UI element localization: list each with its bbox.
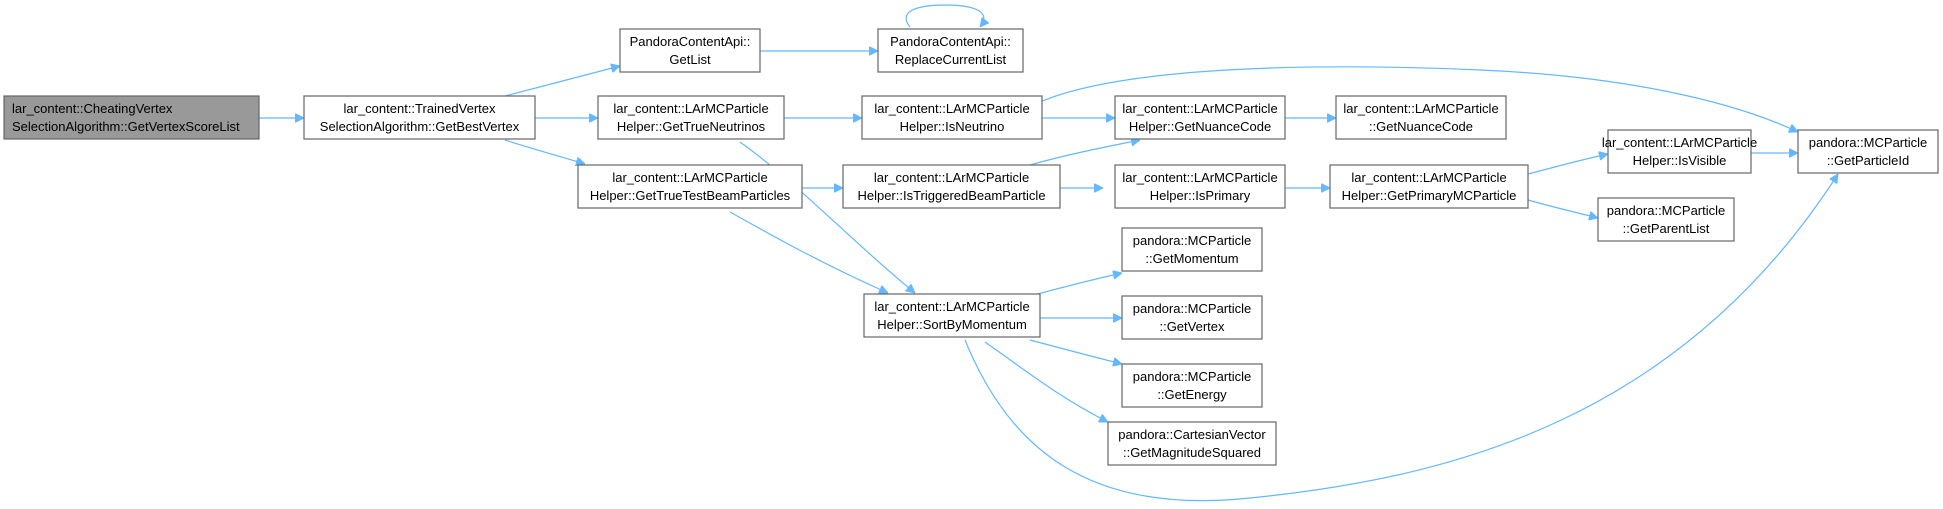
node-pandora-content-api-get-list[interactable]: PandoraContentApi:: GetList [619, 28, 761, 73]
node-get-true-test-beam-particles[interactable]: lar_content::LArMCParticle Helper::GetTr… [577, 164, 803, 209]
node-is-primary[interactable]: lar_content::LArMCParticle Helper::IsPri… [1114, 164, 1286, 209]
edge-primmc-parent [1527, 199, 1598, 218]
node-label-line2: ::GetEnergy [1157, 387, 1227, 402]
node-get-momentum[interactable]: pandora::MCParticle ::GetMomentum [1121, 227, 1263, 272]
node-label-line2: Helper::IsPrimary [1150, 188, 1251, 203]
node-get-magnitude-squared[interactable]: pandora::CartesianVector ::GetMagnitudeS… [1107, 421, 1277, 466]
node-label-line1: lar_content::LArMCParticle [1351, 170, 1506, 185]
node-label-line2: Helper::GetTrueTestBeamParticles [590, 188, 791, 203]
node-label-line1: lar_content::LArMCParticle [1122, 101, 1277, 116]
node-label-line1: lar_content::LArMCParticle [874, 101, 1029, 116]
node-label-line2: Helper::GetNuanceCode [1129, 119, 1271, 134]
node-label-line2: SelectionAlgorithm::GetVertexScoreList [12, 119, 240, 134]
node-label-line1: PandoraContentApi:: [890, 34, 1011, 49]
edge-primmc-isvis [1527, 154, 1608, 175]
node-label-line1: pandora::CartesianVector [1118, 427, 1266, 442]
node-is-neutrino[interactable]: lar_content::LArMCParticle Helper::IsNeu… [861, 95, 1043, 140]
node-label-line1: lar_content::TrainedVertex [344, 101, 496, 116]
node-label-line1: lar_content::LArMCParticle [1602, 135, 1757, 150]
edge-beam-sort [729, 211, 888, 293]
node-particle-get-nuance-code[interactable]: lar_content::LArMCParticle ::GetNuanceCo… [1335, 95, 1507, 140]
node-get-energy[interactable]: pandora::MCParticle ::GetEnergy [1121, 363, 1263, 408]
node-label-line2: Helper::GetTrueNeutrinos [617, 119, 766, 134]
node-label-line1: lar_content::CheatingVertex [12, 101, 173, 116]
node-label-line1: lar_content::LArMCParticle [1343, 101, 1498, 116]
node-get-vertex[interactable]: pandora::MCParticle ::GetVertex [1121, 295, 1263, 340]
edges [259, 4, 1838, 502]
edge-trueneu-sort [739, 141, 915, 293]
edge-istrig-nuance1 [1029, 140, 1140, 166]
node-label-line2: ::GetParentList [1623, 221, 1710, 236]
node-label-line1: lar_content::LArMCParticle [613, 101, 768, 116]
node-label-line2: Helper::GetPrimaryMCParticle [1342, 188, 1517, 203]
edge-sort-mag [984, 341, 1108, 423]
node-helper-get-nuance-code[interactable]: lar_content::LArMCParticle Helper::GetNu… [1114, 95, 1286, 140]
edge-sort-mom [1029, 273, 1122, 297]
node-label-line1: pandora::MCParticle [1809, 135, 1928, 150]
node-trained-get-best-vertex[interactable]: lar_content::TrainedVertex SelectionAlgo… [303, 95, 536, 140]
node-is-triggered-beam-particle[interactable]: lar_content::LArMCParticle Helper::IsTri… [842, 164, 1061, 209]
node-is-visible[interactable]: lar_content::LArMCParticle Helper::IsVis… [1602, 129, 1757, 174]
node-label-line2: ::GetVertex [1159, 319, 1225, 334]
node-label-line1: pandora::MCParticle [1133, 301, 1252, 316]
node-label-line2: ::GetParticleId [1827, 153, 1909, 168]
node-get-true-neutrinos[interactable]: lar_content::LArMCParticle Helper::GetTr… [597, 95, 785, 140]
nodes: lar_content::CheatingVertex SelectionAlg… [3, 28, 1939, 466]
node-label-line2: GetList [669, 52, 711, 67]
node-label-line2: SelectionAlgorithm::GetBestVertex [320, 119, 520, 134]
edge-best-getlist [504, 66, 620, 97]
node-label-line1: lar_content::LArMCParticle [874, 170, 1029, 185]
node-cheating-get-vertex-score-list[interactable]: lar_content::CheatingVertex SelectionAlg… [3, 95, 260, 140]
node-label-line1: pandora::MCParticle [1133, 233, 1252, 248]
node-label-line2: Helper::IsNeutrino [900, 119, 1005, 134]
node-label-line1: lar_content::LArMCParticle [612, 170, 767, 185]
edge-isneu-pid [1039, 66, 1798, 132]
node-label-line1: lar_content::LArMCParticle [1122, 170, 1277, 185]
node-label-line2: ReplaceCurrentList [895, 52, 1007, 67]
node-get-parent-list[interactable]: pandora::MCParticle ::GetParentList [1597, 197, 1735, 242]
node-label-line1: pandora::MCParticle [1133, 369, 1252, 384]
node-label-line2: Helper::IsTriggeredBeamParticle [857, 188, 1045, 203]
node-label-line1: lar_content::LArMCParticle [874, 299, 1029, 314]
node-label-line1: PandoraContentApi:: [630, 34, 751, 49]
node-label-line2: ::GetMomentum [1145, 251, 1238, 266]
edge-sort-pid [964, 174, 1838, 502]
node-get-primary-mc-particle[interactable]: lar_content::LArMCParticle Helper::GetPr… [1329, 164, 1529, 209]
node-sort-by-momentum[interactable]: lar_content::LArMCParticle Helper::SortB… [863, 293, 1041, 338]
node-get-particle-id[interactable]: pandora::MCParticle ::GetParticleId [1797, 129, 1939, 174]
node-label-line2: Helper::IsVisible [1633, 153, 1727, 168]
node-label-line2: ::GetNuanceCode [1369, 119, 1473, 134]
node-pandora-content-api-replace-current-list[interactable]: PandoraContentApi:: ReplaceCurrentList [877, 28, 1024, 73]
node-label-line2: Helper::SortByMomentum [877, 317, 1027, 332]
edge-best-beam [504, 139, 585, 164]
edge-replace-self [905, 4, 984, 27]
node-label-line2: ::GetMagnitudeSquared [1123, 445, 1261, 460]
edge-sort-energy [1029, 339, 1122, 364]
node-label-line1: pandora::MCParticle [1607, 203, 1726, 218]
